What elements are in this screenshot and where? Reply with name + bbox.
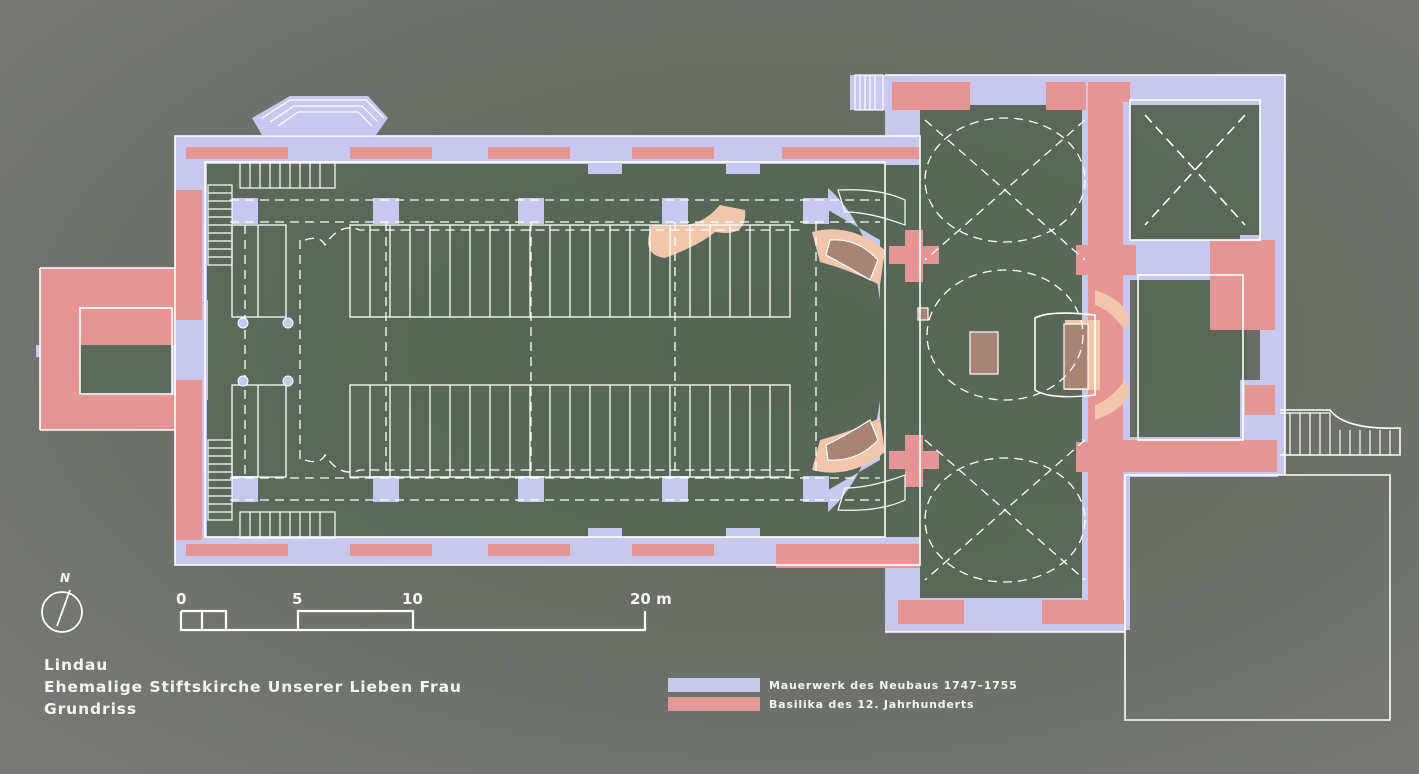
plan-outlines [39,74,1401,721]
north-arrow-icon [41,589,83,633]
legend-item-basilica: Basilika des 12. Jahrhunderts [668,696,974,712]
scale-label-0: 0 [176,590,187,608]
scale-label-5: 5 [292,590,303,608]
legend-label-new-masonry: Mauerwerk des Neubaus 1747–1755 [769,678,1018,692]
legend-swatch-new-masonry [668,678,760,692]
scale-label-10: 10 [402,590,423,608]
caption-place: Lindau [44,656,109,674]
legend-swatch-basilica [668,697,760,711]
altars [825,239,1089,461]
north-label: N [60,571,71,585]
scale-label-20m: 20 m [630,590,672,608]
legend-item-new-masonry: Mauerwerk des Neubaus 1747–1755 [668,677,1018,693]
caption-building: Ehemalige Stiftskirche Unserer Lieben Fr… [44,678,462,696]
caption-drawing: Grundriss [44,700,138,718]
legend-label-basilica: Basilika des 12. Jahrhunderts [769,697,975,711]
caption: Lindau Ehemalige Stiftskirche Unserer Li… [44,654,462,720]
basilica-walls [40,82,1277,624]
scale-bar [179,609,647,632]
